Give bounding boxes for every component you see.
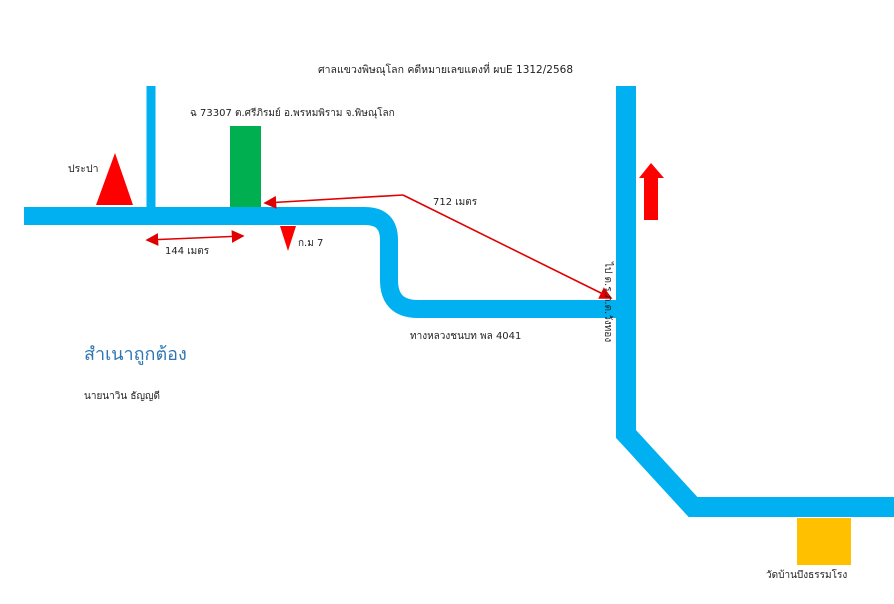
certification-text: สำเนาถูกต้อง: [84, 344, 187, 365]
road-label: ทางหลวงชนบท พล 4041: [410, 331, 522, 342]
temple-marker: [797, 518, 851, 565]
distance-line-right-a: [263, 194, 404, 209]
water-tank-label: ประปา: [68, 163, 99, 175]
land-parcel: [230, 126, 261, 207]
road-right: [616, 86, 894, 517]
temple-label: วัดบ้านบึงธรรมโรง: [766, 570, 848, 581]
distance-label-left: 144 เมตร: [165, 246, 210, 257]
signer-name: นายนาวิน ธัญญดี: [84, 391, 161, 402]
road-network: [24, 86, 894, 517]
km-marker-icon: [280, 226, 296, 251]
direction-label: ไป ต.ร.ภ.ต.วังทอง: [602, 262, 613, 343]
map-heading: ศาลแขวงพิษณุโลก คดีหมายเลขแดงที่ ผบE 131…: [318, 64, 573, 76]
direction-arrow-icon: [639, 163, 664, 220]
landmark-label: ฉ 73307 ต.ศรีภิรมย์ อ.พรหมพิราม จ.พิษณุโ…: [190, 108, 395, 119]
distance-line-left: [145, 230, 245, 246]
water-tank-icon: [96, 153, 133, 205]
distance-label-right: 712 เมตร: [433, 197, 478, 208]
road-main: [24, 207, 626, 318]
km-marker-label: ก.ม 7: [298, 238, 324, 249]
distance-line-right-b: [402, 194, 613, 299]
